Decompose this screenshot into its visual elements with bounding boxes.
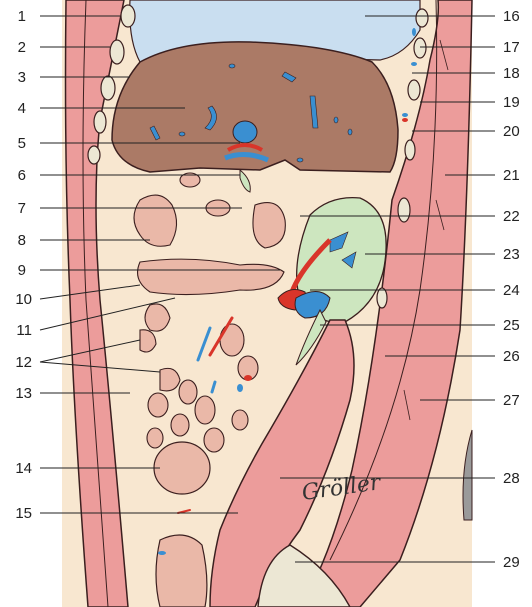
- label-17: 17: [503, 39, 520, 56]
- rib: [101, 76, 115, 100]
- label-15: 15: [15, 505, 32, 522]
- label-8: 8: [18, 232, 26, 249]
- label-20: 20: [503, 123, 520, 140]
- label-11: 11: [16, 322, 32, 339]
- bowel-loop: [253, 203, 285, 248]
- labels-left: 1 2 3 4 5 6 7 8 9 10 11 12 13 14 15: [15, 8, 32, 522]
- bowel-loop: [147, 428, 163, 448]
- rib: [405, 140, 415, 160]
- label-24: 24: [503, 282, 520, 299]
- label-14: 14: [15, 460, 32, 477]
- label-28: 28: [503, 470, 520, 487]
- bowel-loop: [171, 414, 189, 436]
- label-10: 10: [15, 291, 32, 308]
- label-27: 27: [503, 392, 520, 409]
- vein-dot: [179, 132, 185, 136]
- vein-dot: [411, 62, 417, 66]
- portal-vein: [233, 121, 257, 143]
- label-1: 1: [18, 8, 26, 25]
- bowel-large-lower: [156, 535, 207, 607]
- vein-dot: [158, 551, 166, 555]
- label-22: 22: [503, 208, 520, 225]
- artery-dot: [244, 375, 252, 381]
- vein-dot: [297, 158, 303, 162]
- rib: [408, 80, 420, 100]
- bowel-loop: [179, 380, 197, 404]
- rib: [416, 9, 428, 27]
- rib: [94, 111, 106, 133]
- label-3: 3: [18, 69, 26, 86]
- bowel-loop: [195, 396, 215, 424]
- vein-dot: [237, 384, 243, 392]
- label-12: 12: [15, 354, 32, 371]
- label-25: 25: [503, 317, 520, 334]
- vein-dot: [229, 64, 235, 68]
- bowel-large: [154, 442, 210, 494]
- rib: [88, 146, 100, 164]
- vein-dot: [348, 129, 352, 135]
- bowel-loop: [220, 324, 244, 356]
- liver: [112, 42, 398, 172]
- label-29: 29: [503, 554, 520, 571]
- label-26: 26: [503, 348, 520, 365]
- bowel-loop: [148, 393, 168, 417]
- vein-dot: [412, 28, 416, 36]
- vein-dot: [402, 113, 408, 117]
- label-5: 5: [18, 135, 26, 152]
- label-4: 4: [18, 100, 26, 117]
- label-9: 9: [18, 262, 26, 279]
- label-18: 18: [503, 65, 520, 82]
- rib: [398, 198, 410, 222]
- rib: [121, 5, 135, 27]
- label-23: 23: [503, 246, 520, 263]
- vein-dot: [334, 117, 338, 123]
- rib: [414, 38, 426, 58]
- rib: [377, 288, 387, 308]
- label-7: 7: [18, 200, 26, 217]
- label-16: 16: [503, 8, 520, 25]
- label-2: 2: [18, 39, 26, 56]
- bowel-loop: [204, 428, 224, 452]
- label-6: 6: [18, 167, 26, 184]
- label-13: 13: [15, 385, 32, 402]
- bowel-loop: [232, 410, 248, 430]
- label-21: 21: [503, 167, 520, 184]
- artery-dot: [402, 118, 408, 122]
- label-19: 19: [503, 94, 520, 111]
- rib: [110, 40, 124, 64]
- labels-right: 16 17 18 19 20 21 22 23 24 25 26 27 28 2…: [503, 8, 520, 571]
